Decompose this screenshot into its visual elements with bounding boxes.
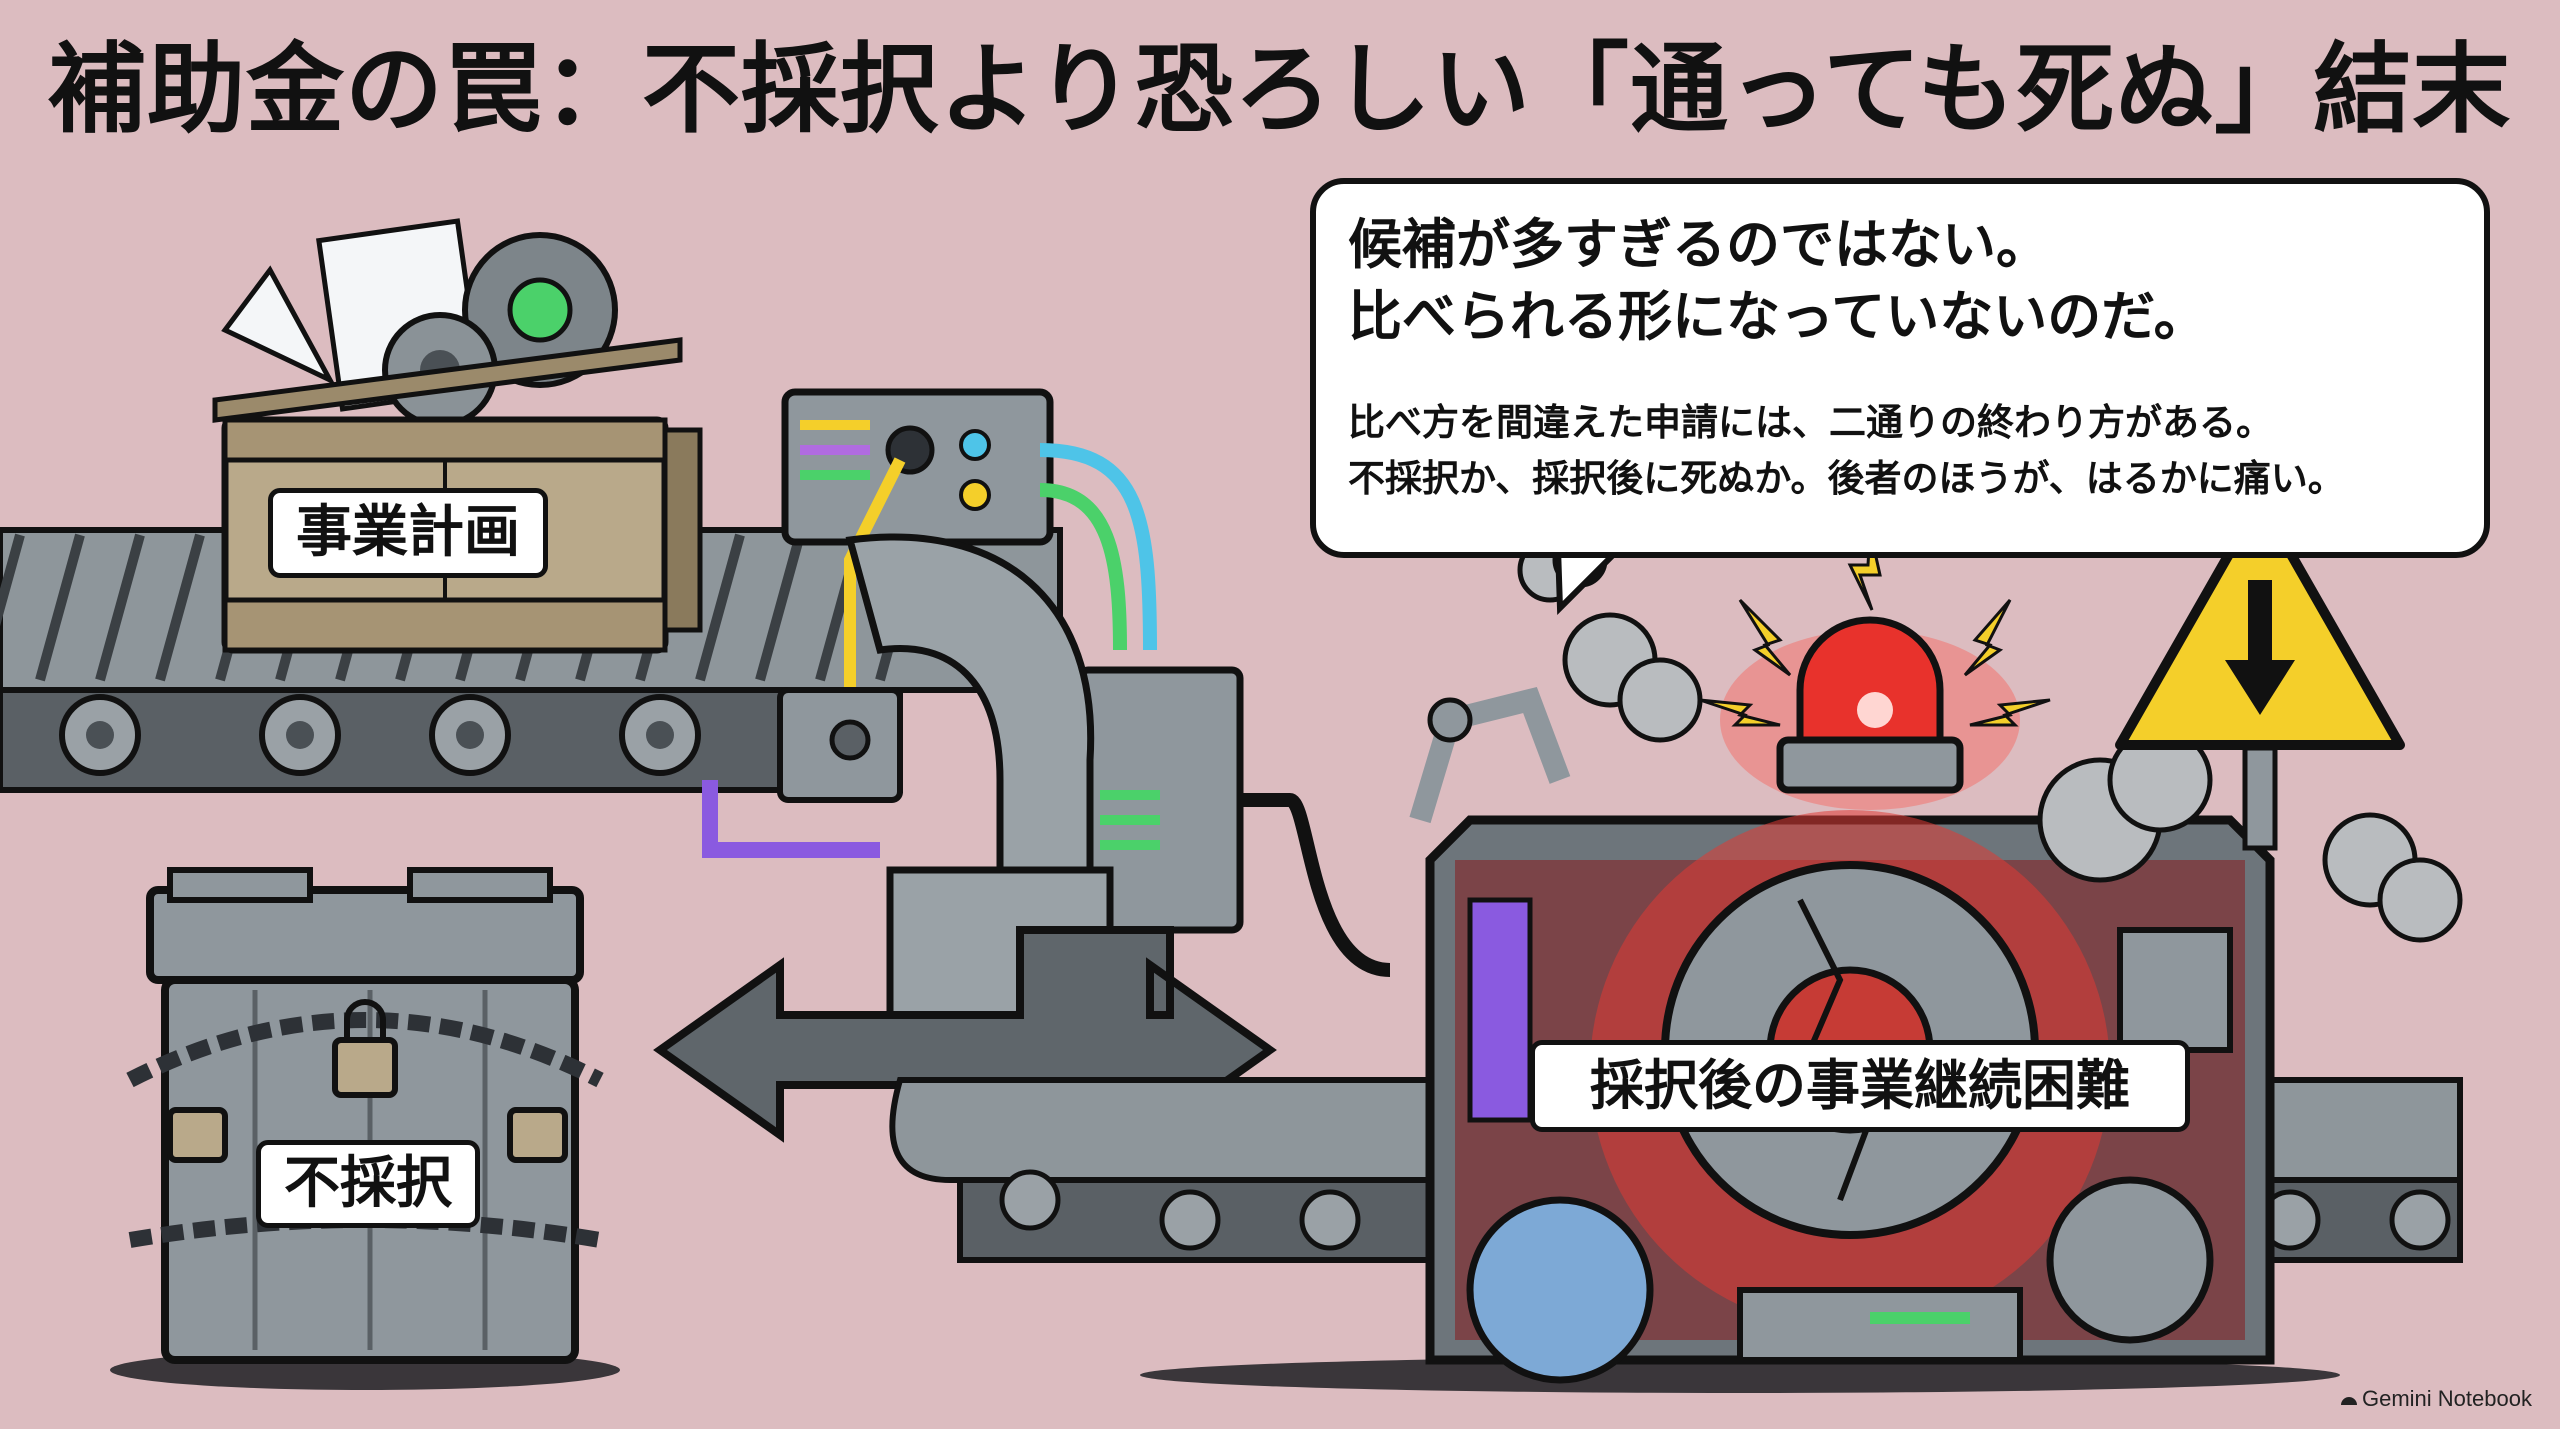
bubble-body-2: 不採択か、採択後に死ぬか。後者のほうが、はるかに痛い。: [1348, 457, 2345, 500]
business-plan-label: 事業計画: [268, 488, 548, 578]
business-plan-crate: [212, 218, 703, 654]
bubble-body-1: 比べ方を間違えた申請には、二通りの終わり方がある。: [1348, 401, 2273, 444]
page-title: 補助金の罠：不採択より恐ろしい「通っても死ぬ」結末: [48, 33, 2512, 147]
brand-icon: [2341, 1397, 2357, 1405]
bubble-headline-1: 候補が多すぎるのではない。: [1348, 213, 2050, 276]
sorting-machine: [702, 388, 1391, 977]
warning-sign: [2115, 495, 2405, 851]
speech-bubble: [1310, 178, 2490, 558]
rejected-locked-bin: [110, 867, 620, 1390]
bubble-headline-2: 比べられる形になっていないのだ。: [1348, 285, 2208, 348]
continuation-difficulty-label: 採択後の事業継続困難: [1530, 1040, 2190, 1132]
rejected-label: 不採択: [256, 1140, 480, 1228]
brand-watermark: Gemini Notebook: [2362, 1386, 2532, 1411]
failing-machine: [1409, 529, 2275, 1384]
